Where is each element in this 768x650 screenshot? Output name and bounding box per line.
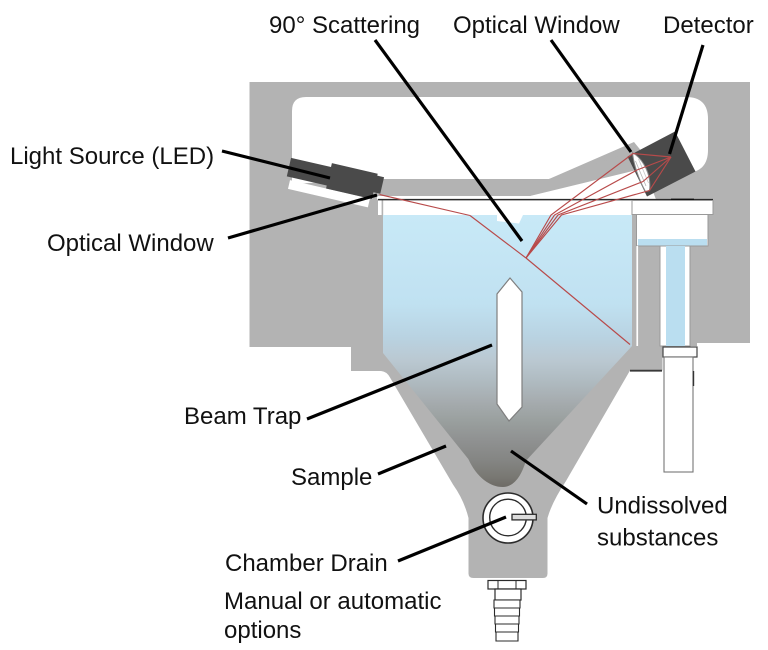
svg-text:Detector: Detector xyxy=(663,12,754,39)
svg-text:Optical Window: Optical Window xyxy=(47,230,214,257)
svg-text:substances: substances xyxy=(597,525,718,552)
svg-text:Chamber Drain: Chamber Drain xyxy=(225,550,388,577)
svg-text:Optical Window: Optical Window xyxy=(453,12,620,39)
svg-text:options: options xyxy=(224,617,301,644)
svg-text:Manual or automatic: Manual or automatic xyxy=(224,588,441,615)
svg-text:Beam Trap: Beam Trap xyxy=(184,403,301,430)
svg-text:90° Scattering: 90° Scattering xyxy=(269,12,420,39)
svg-text:Sample: Sample xyxy=(291,464,372,491)
svg-text:Light Source (LED): Light Source (LED) xyxy=(10,143,214,170)
svg-text:Undissolved: Undissolved xyxy=(597,493,728,520)
